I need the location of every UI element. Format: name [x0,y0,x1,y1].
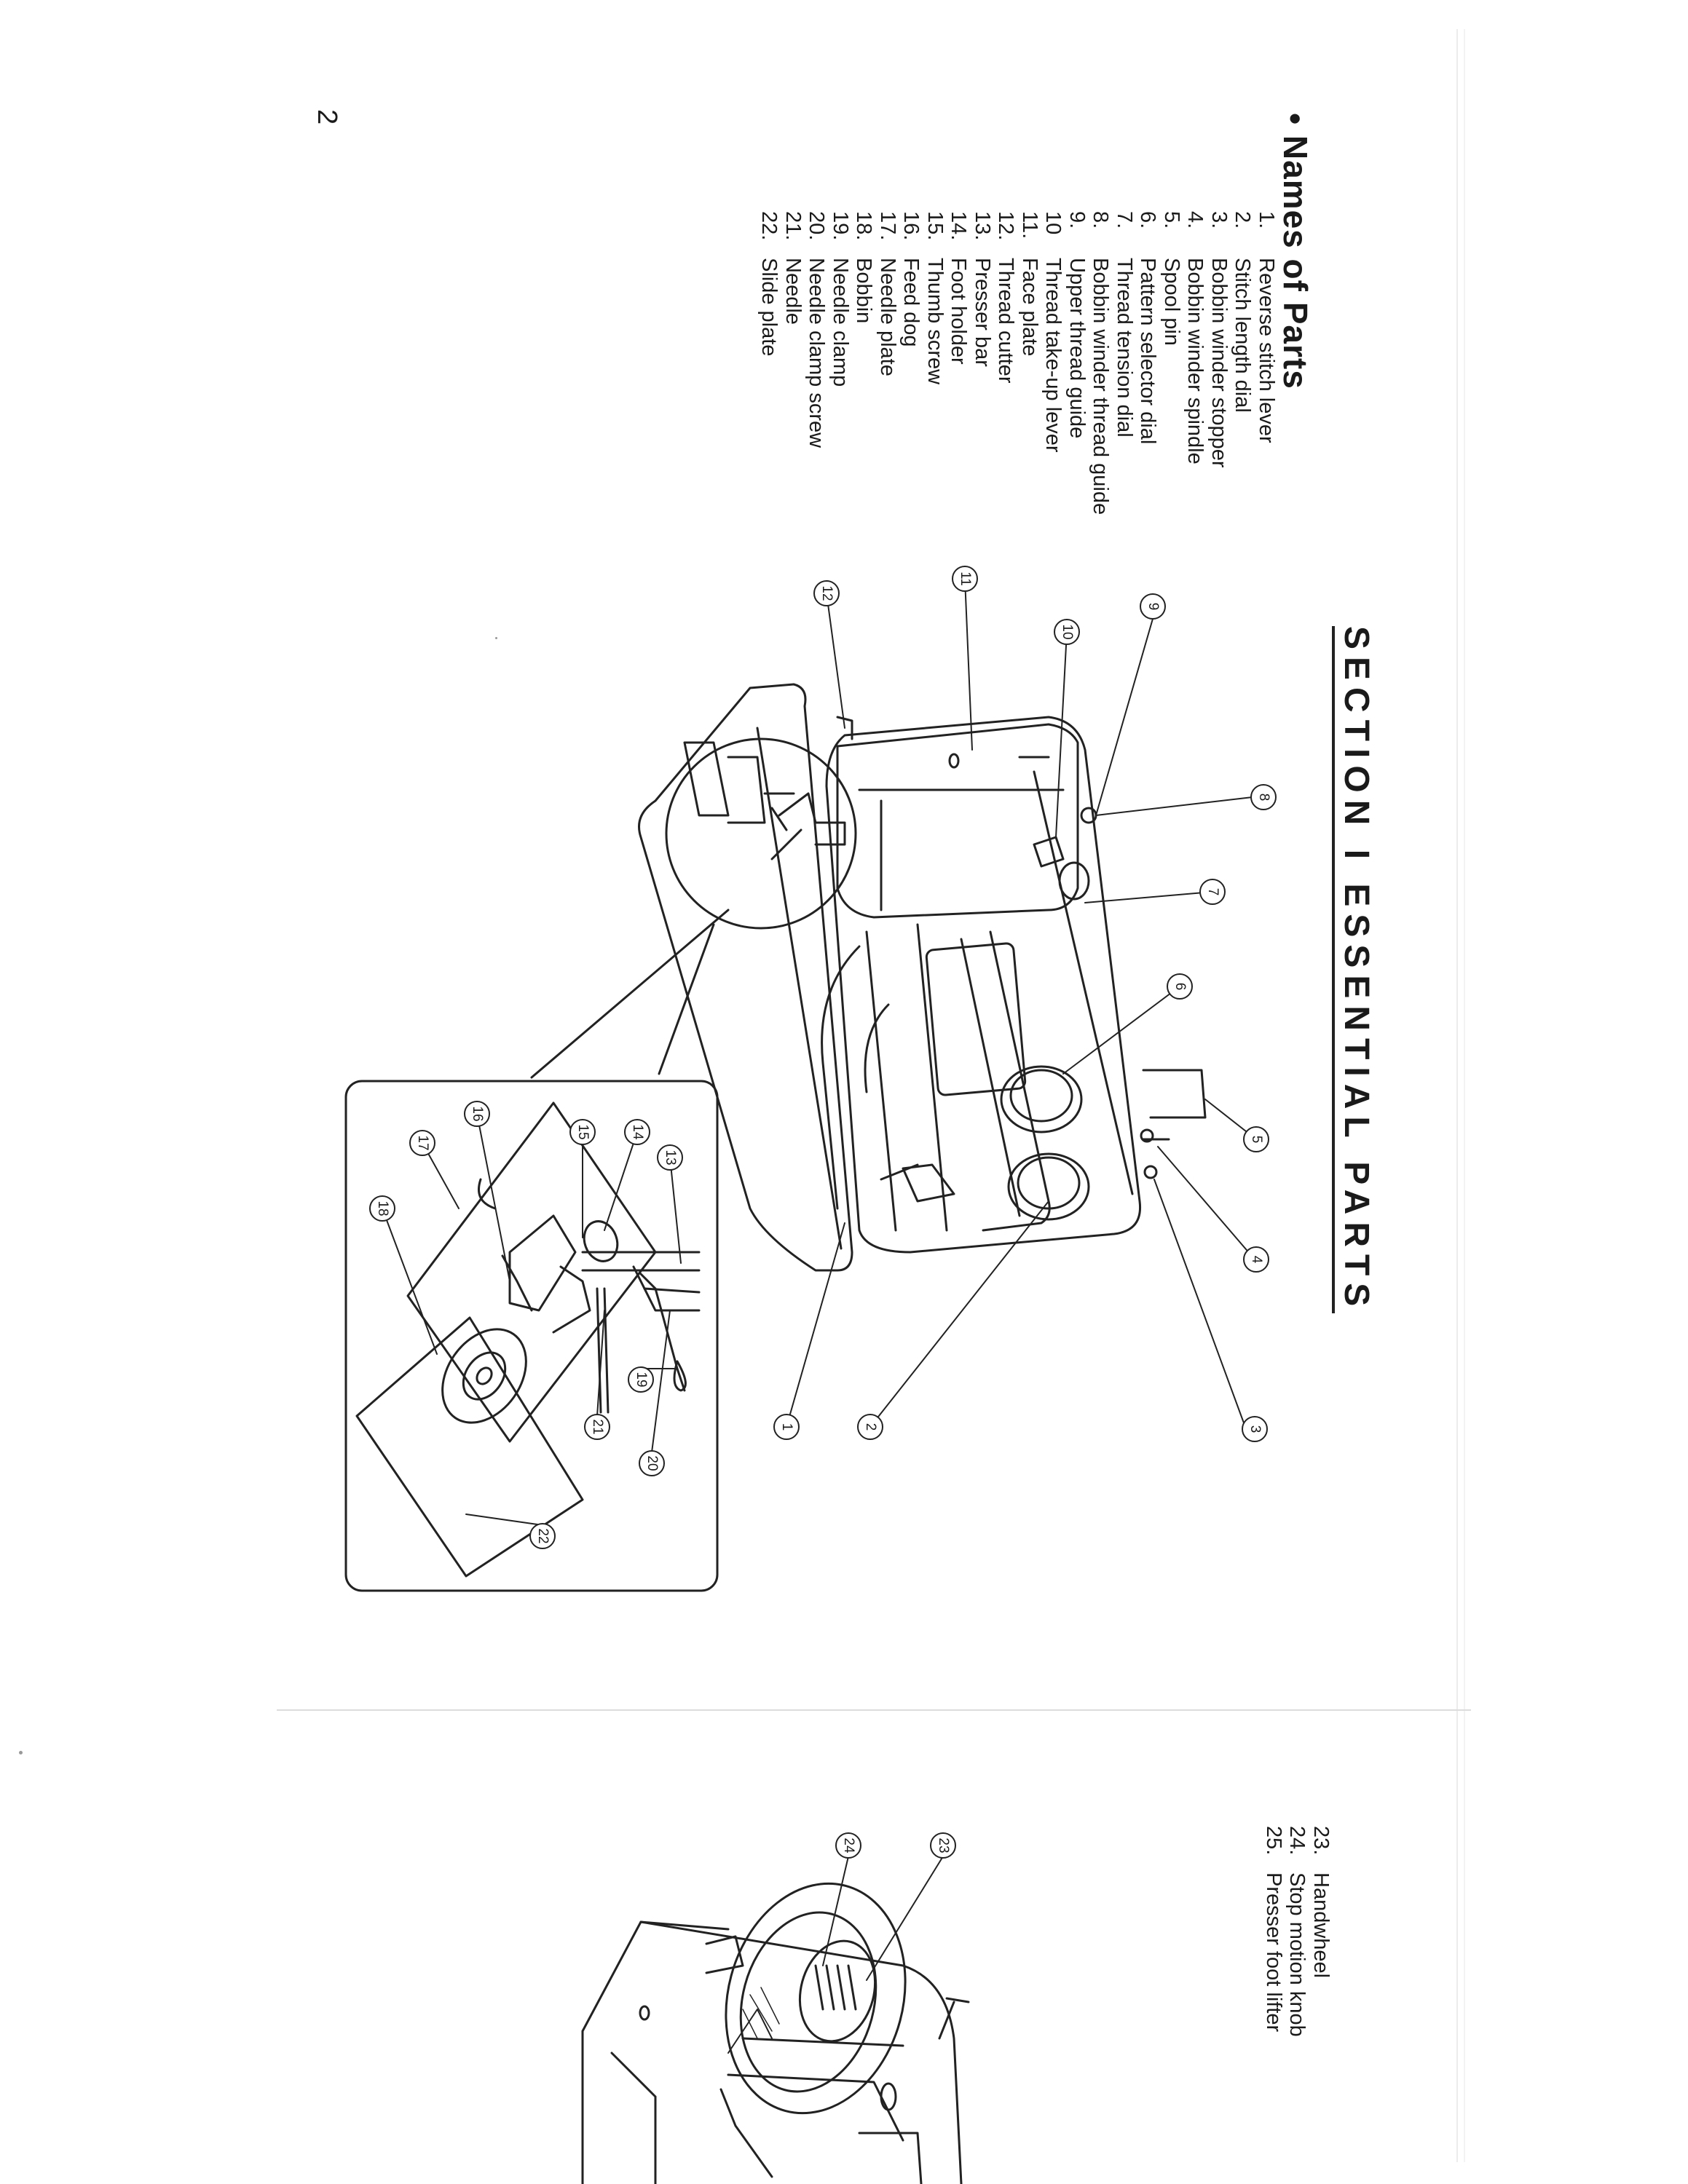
callout-16: 16 [464,1101,490,1127]
callout-23: 23 [930,1832,956,1859]
handwheel-illustration [581,1882,970,2184]
machine-body-illustration [638,683,1207,1272]
callout-7: 7 [1199,879,1226,905]
callout-leader-lines [382,578,1257,1981]
callout-1: 1 [773,1414,800,1440]
callout-20: 20 [639,1450,665,1476]
callout-14: 14 [624,1119,650,1145]
callout-3: 3 [1242,1416,1268,1442]
scan-fold-line [1456,29,1458,2162]
callout-15: 15 [569,1119,596,1145]
callout-8: 8 [1250,784,1277,810]
callout-22: 22 [529,1523,556,1549]
scan-speck [19,1751,23,1754]
callout-19: 19 [628,1366,654,1393]
callout-10: 10 [1054,619,1080,645]
callout-18: 18 [369,1195,395,1222]
scan-speck [495,637,497,639]
callout-11: 11 [952,566,978,592]
page-divider [277,1709,1471,1711]
callout-9: 9 [1140,593,1166,620]
callout-21: 21 [584,1414,610,1440]
callout-24: 24 [835,1832,861,1859]
callout-5: 5 [1243,1126,1269,1152]
callout-17: 17 [409,1130,435,1156]
needle-area-inset-illustration [344,909,730,1592]
scan-fold-line [1464,29,1465,2162]
callout-13: 13 [657,1144,683,1171]
callout-12: 12 [813,580,840,606]
callout-2: 2 [857,1414,883,1440]
callout-6: 6 [1167,973,1193,1000]
callout-4: 4 [1243,1246,1269,1273]
